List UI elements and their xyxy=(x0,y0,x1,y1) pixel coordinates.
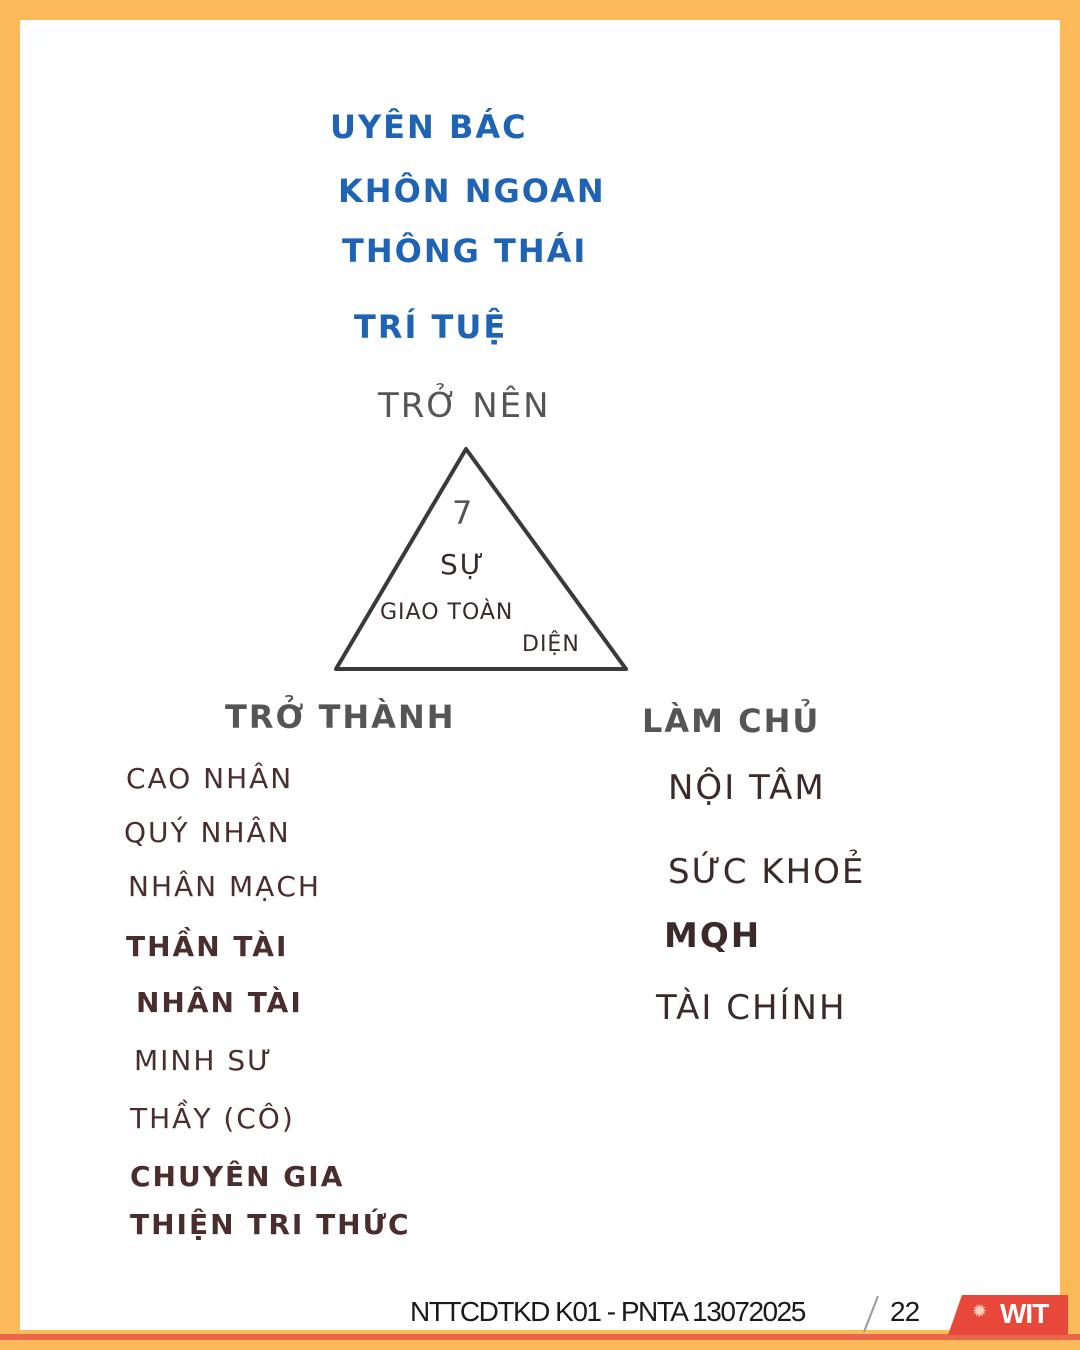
triangle-line-giao-toan: GIAO TOÀN xyxy=(380,600,514,625)
right-item-tai-chinh: TÀI CHÍNH xyxy=(656,988,847,1028)
left-item-chuyen-gia: CHUYÊN GIA xyxy=(130,1160,345,1193)
word-tri-tue: TRÍ TUỆ xyxy=(354,308,508,346)
left-item-nhan-mach: NHÂN MẠCH xyxy=(128,870,321,903)
footer: NTTCDTKD K01 - PNTA 13072025 22 ✹ WIT xyxy=(0,1292,1080,1350)
left-item-thien-tri-thuc: THIỆN TRI THỨC xyxy=(130,1208,411,1241)
left-item-than-tai: THẦN TÀI xyxy=(126,930,289,963)
triangle-line-dien: DIỆN xyxy=(522,632,580,657)
left-item-nhan-tai: NHÂN TÀI xyxy=(136,986,303,1019)
wit-logo-badge xyxy=(948,1295,1068,1335)
wit-logo-text: WIT xyxy=(1000,1298,1049,1329)
triangle-shape xyxy=(334,447,628,671)
sun-icon: ✹ xyxy=(972,1301,988,1322)
triangle-line-su: SỰ xyxy=(440,548,486,581)
word-uyen-bac: UYÊN BÁC xyxy=(330,108,528,146)
footer-course-label: NTTCDTKD K01 - PNTA 13072025 xyxy=(410,1296,806,1327)
left-item-quy-nhan: QUÝ NHÂN xyxy=(124,816,291,849)
whiteboard: UYÊN BÁC KHÔN NGOAN THÔNG THÁI TRÍ TUỆ T… xyxy=(20,20,1060,1330)
right-item-noi-tam: NỘI TÂM xyxy=(668,768,826,808)
label-tro-nen: TRỞ NÊN xyxy=(378,386,551,426)
footer-bar xyxy=(0,1334,1080,1340)
triangle-number: 7 xyxy=(452,494,475,532)
word-thong-thai: THÔNG THÁI xyxy=(342,232,588,270)
footer-divider xyxy=(863,1295,879,1333)
right-title-lam-chu: LÀM CHỦ xyxy=(642,702,821,740)
right-item-suc-khoe: SỨC KHOẺ xyxy=(668,852,866,892)
right-item-mqh: MQH xyxy=(664,916,762,956)
left-item-minh-su: MINH SƯ xyxy=(134,1044,274,1077)
left-item-thay-co: THẦY (CÔ) xyxy=(130,1102,295,1135)
left-title-tro-thanh: TRỞ THÀNH xyxy=(225,698,456,736)
left-item-cao-nhan: CAO NHÂN xyxy=(126,762,294,795)
word-khon-ngoan: KHÔN NGOAN xyxy=(338,172,606,210)
footer-page-number: 22 xyxy=(890,1296,920,1327)
